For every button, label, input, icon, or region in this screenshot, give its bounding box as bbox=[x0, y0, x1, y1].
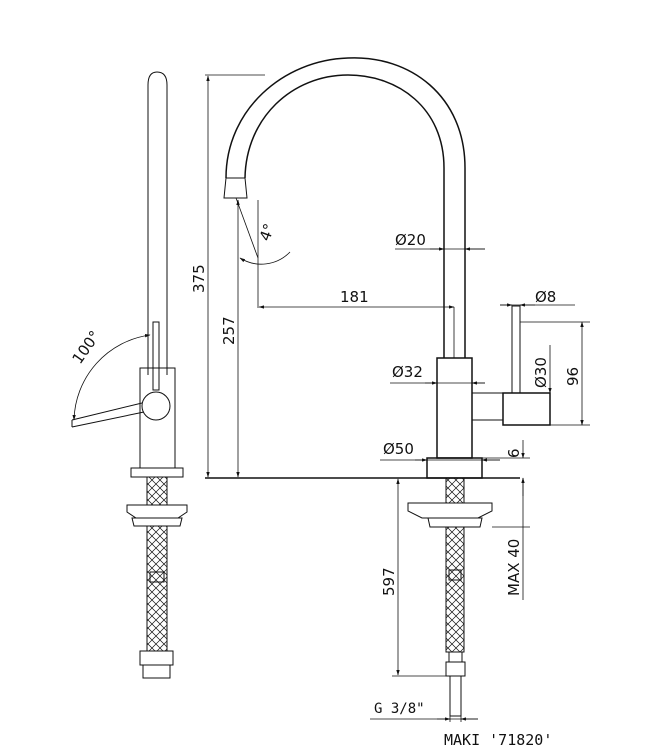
side-hose bbox=[146, 525, 168, 652]
front-nut bbox=[407, 502, 493, 528]
dim-d20: Ø20 bbox=[395, 231, 426, 249]
front-outlet-axis bbox=[235, 197, 259, 259]
model-label: MAKI '71820' bbox=[444, 731, 552, 749]
side-hose-fitting bbox=[139, 650, 174, 666]
front-4deg-arc bbox=[239, 251, 291, 265]
front-hose-fitting-b bbox=[445, 661, 466, 677]
front-lever-cylinder bbox=[502, 392, 551, 426]
side-lever-arm bbox=[71, 402, 145, 428]
front-hose-tail bbox=[449, 675, 462, 717]
side-body bbox=[139, 367, 176, 469]
front-hose-collar bbox=[448, 569, 462, 581]
side-lever-stem bbox=[152, 321, 160, 391]
dim-181: 181 bbox=[340, 288, 369, 306]
angle-4: 4° bbox=[256, 221, 279, 243]
front-view bbox=[205, 57, 551, 717]
front-lever-connector bbox=[472, 392, 504, 421]
front-aerator bbox=[223, 177, 248, 199]
front-spout-inner bbox=[225, 57, 466, 358]
dimensions: 375 257 181 Ø20 Ø8 96 Ø30 Ø32 bbox=[190, 74, 590, 722]
front-hose bbox=[445, 526, 465, 653]
dim-96: 96 bbox=[564, 367, 582, 386]
front-lever-handle bbox=[511, 305, 521, 394]
front-shank bbox=[445, 477, 465, 504]
front-spout bbox=[244, 74, 445, 358]
side-view bbox=[71, 71, 188, 679]
side-nut bbox=[126, 504, 188, 527]
side-shank bbox=[146, 476, 168, 506]
side-lever-knob bbox=[141, 391, 171, 421]
dim-d50: Ø50 bbox=[383, 440, 414, 458]
side-base bbox=[130, 467, 184, 478]
dim-257: 257 bbox=[220, 316, 238, 345]
front-base bbox=[426, 457, 483, 479]
side-fitting-collar bbox=[149, 571, 165, 583]
side-spout bbox=[147, 71, 168, 375]
dim-d32: Ø32 bbox=[392, 363, 423, 381]
side-hose-fitting-b bbox=[142, 664, 171, 679]
dim-thread: G 3/8" bbox=[374, 701, 425, 717]
front-body bbox=[436, 357, 473, 459]
dim-d8: Ø8 bbox=[535, 288, 556, 306]
dim-6: 6 bbox=[505, 448, 523, 458]
dim-d30: Ø30 bbox=[532, 357, 550, 388]
dim-597: 597 bbox=[380, 567, 398, 596]
front-hose-fitting bbox=[448, 651, 463, 663]
dim-375: 375 bbox=[190, 264, 208, 293]
dim-max40: MAX 40 bbox=[505, 539, 523, 596]
side-angle-arc bbox=[72, 334, 151, 421]
